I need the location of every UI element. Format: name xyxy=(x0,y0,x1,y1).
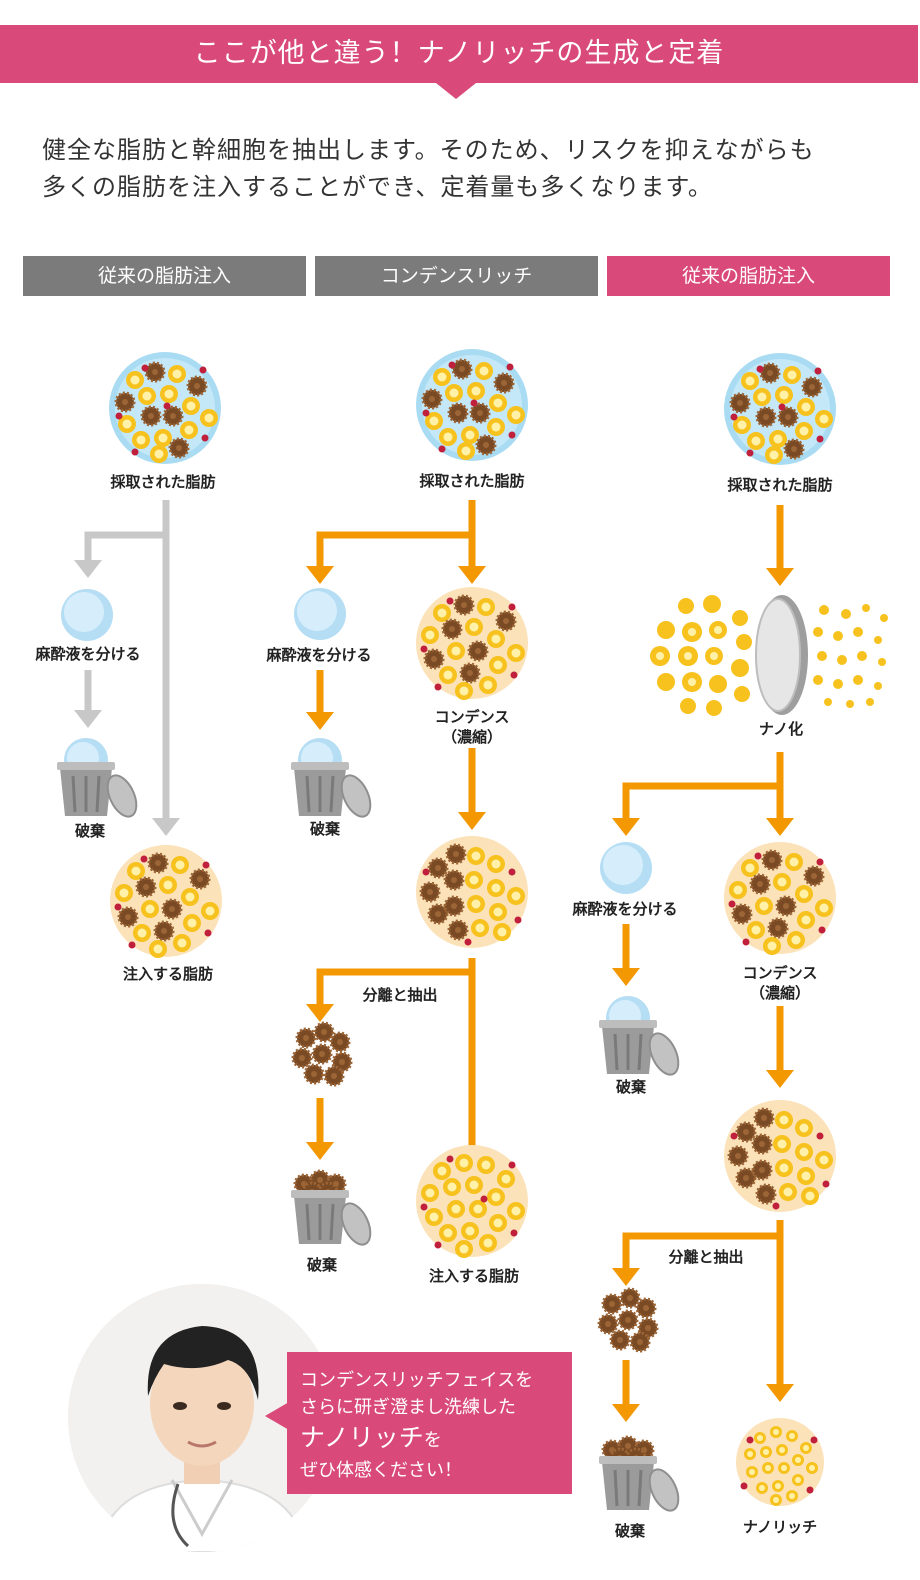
gray-arrowhead xyxy=(152,818,180,836)
doctor-portrait xyxy=(68,1284,336,1552)
anesthetic-bubble-icon xyxy=(61,589,113,641)
label-nano: ナノ化 xyxy=(759,720,803,738)
label-injected-fat: 注入する脂肪 xyxy=(429,1267,519,1285)
trash-can-icon xyxy=(599,1437,684,1515)
label-harvested: 採取された脂肪 xyxy=(419,472,524,490)
label-separate-anesthetic: 麻酔液を分ける xyxy=(571,900,677,918)
speech-bubble: コンデンスリッチフェイスを さらに研ぎ澄まし洗練した ナノリッチを ぜひ体感くだ… xyxy=(287,1352,572,1494)
orange-arrowhead xyxy=(306,566,334,584)
trash-can-icon xyxy=(57,738,142,821)
bubble-line-2: さらに研ぎ澄まし洗練した xyxy=(300,1397,516,1418)
label-separate-extract: 分離と抽出 xyxy=(668,1248,743,1266)
brown-cell-cluster-icon xyxy=(599,1289,657,1351)
anesthetic-bubble-icon xyxy=(600,842,652,894)
label-discard: 破棄 xyxy=(616,1078,647,1096)
banner-title: ここが他と違う！ナノリッチの生成と定着 xyxy=(193,38,725,69)
bubble-highlight: ナノリッチ xyxy=(300,1423,424,1452)
label-separate-anesthetic: 麻酔液を分ける xyxy=(34,645,140,663)
orange-arrowhead xyxy=(612,1268,640,1286)
label-discard: 破棄 xyxy=(615,1522,646,1540)
column-header-nanorich: 従来の脂肪注入 xyxy=(607,256,890,296)
speech-bubble-pointer xyxy=(265,1402,289,1430)
nano-filter-illustration xyxy=(650,595,888,716)
label-separate-extract: 分離と抽出 xyxy=(362,986,437,1004)
label-discard: 破棄 xyxy=(75,822,106,840)
bubble-line-4: ぜひ体感ください！ xyxy=(300,1460,462,1481)
intro-line-2: 多くの脂肪を注入することができ、定着量も多くなります。 xyxy=(42,173,713,201)
bubble-line-3-suffix: を xyxy=(423,1430,442,1451)
label-nanorich: ナノリッチ xyxy=(743,1518,817,1536)
orange-arrowhead xyxy=(766,1384,794,1402)
trash-can-icon xyxy=(599,996,684,1079)
intro-line-1: 健全な脂肪と幹細胞を抽出します。そのため、リスクを抑えながらも xyxy=(42,136,815,164)
label-discard: 破棄 xyxy=(310,820,341,838)
gray-arrowhead xyxy=(74,560,102,578)
column-3-flow xyxy=(622,505,784,1404)
label-separate-anesthetic: 麻酔液を分ける xyxy=(265,646,371,664)
separated-fat-icon xyxy=(416,836,528,948)
banner-pointer xyxy=(436,83,476,99)
column-header-conventional: 従来の脂肪注入 xyxy=(23,256,306,296)
column-1-flow xyxy=(84,500,170,818)
orange-arrowhead xyxy=(458,812,486,830)
condensed-fat-icon xyxy=(416,587,528,700)
orange-arrowhead xyxy=(612,968,640,986)
orange-arrowhead xyxy=(766,1070,794,1088)
label-discard: 破棄 xyxy=(307,1256,338,1274)
orange-arrowhead xyxy=(306,1004,334,1022)
label-condense: コンデンス xyxy=(435,708,510,726)
orange-arrowhead xyxy=(306,712,334,730)
label-condense: コンデンス xyxy=(743,964,818,982)
brown-cell-cluster-icon xyxy=(293,1023,351,1085)
condensed-fat-icon xyxy=(724,842,836,955)
column-header-condenserich: コンデンスリッチ xyxy=(315,256,598,296)
trash-can-icon xyxy=(291,1171,376,1249)
orange-arrowhead xyxy=(766,818,794,836)
injected-fat-icon xyxy=(110,845,222,958)
harvested-fat-icon xyxy=(109,352,221,464)
bubble-line-1: コンデンスリッチフェイスを xyxy=(300,1370,534,1391)
bubble-line-3: ナノリッチを xyxy=(300,1418,442,1454)
orange-arrowhead xyxy=(306,1142,334,1160)
nanorich-fat-icon xyxy=(736,1418,824,1506)
separated-fat-icon xyxy=(724,1100,836,1212)
orange-arrowhead xyxy=(612,1404,640,1422)
harvested-fat-icon xyxy=(416,349,528,461)
column-3-arrowheads xyxy=(612,568,794,1422)
label-condense-note: （濃縮） xyxy=(442,728,502,746)
label-injected-fat: 注入する脂肪 xyxy=(123,965,213,983)
label-harvested: 採取された脂肪 xyxy=(110,473,215,491)
injected-fat-icon xyxy=(416,1145,528,1258)
orange-arrowhead xyxy=(458,566,486,584)
header-banner: ここが他と違う！ナノリッチの生成と定着 xyxy=(0,25,918,83)
intro-text: 健全な脂肪と幹細胞を抽出します。そのため、リスクを抑えながらも 多くの脂肪を注入… xyxy=(42,132,892,206)
harvested-fat-icon xyxy=(724,353,836,465)
trash-can-icon xyxy=(291,738,376,821)
label-harvested: 採取された脂肪 xyxy=(727,476,832,494)
label-condense-note: （濃縮） xyxy=(750,984,810,1002)
column-1-arrowheads xyxy=(74,560,180,836)
anesthetic-bubble-icon xyxy=(294,588,346,640)
gray-line-branch xyxy=(84,531,166,562)
orange-arrowhead xyxy=(766,568,794,586)
column-2-flow xyxy=(316,500,476,1148)
gray-arrowhead xyxy=(74,710,102,728)
orange-arrowhead xyxy=(612,818,640,836)
